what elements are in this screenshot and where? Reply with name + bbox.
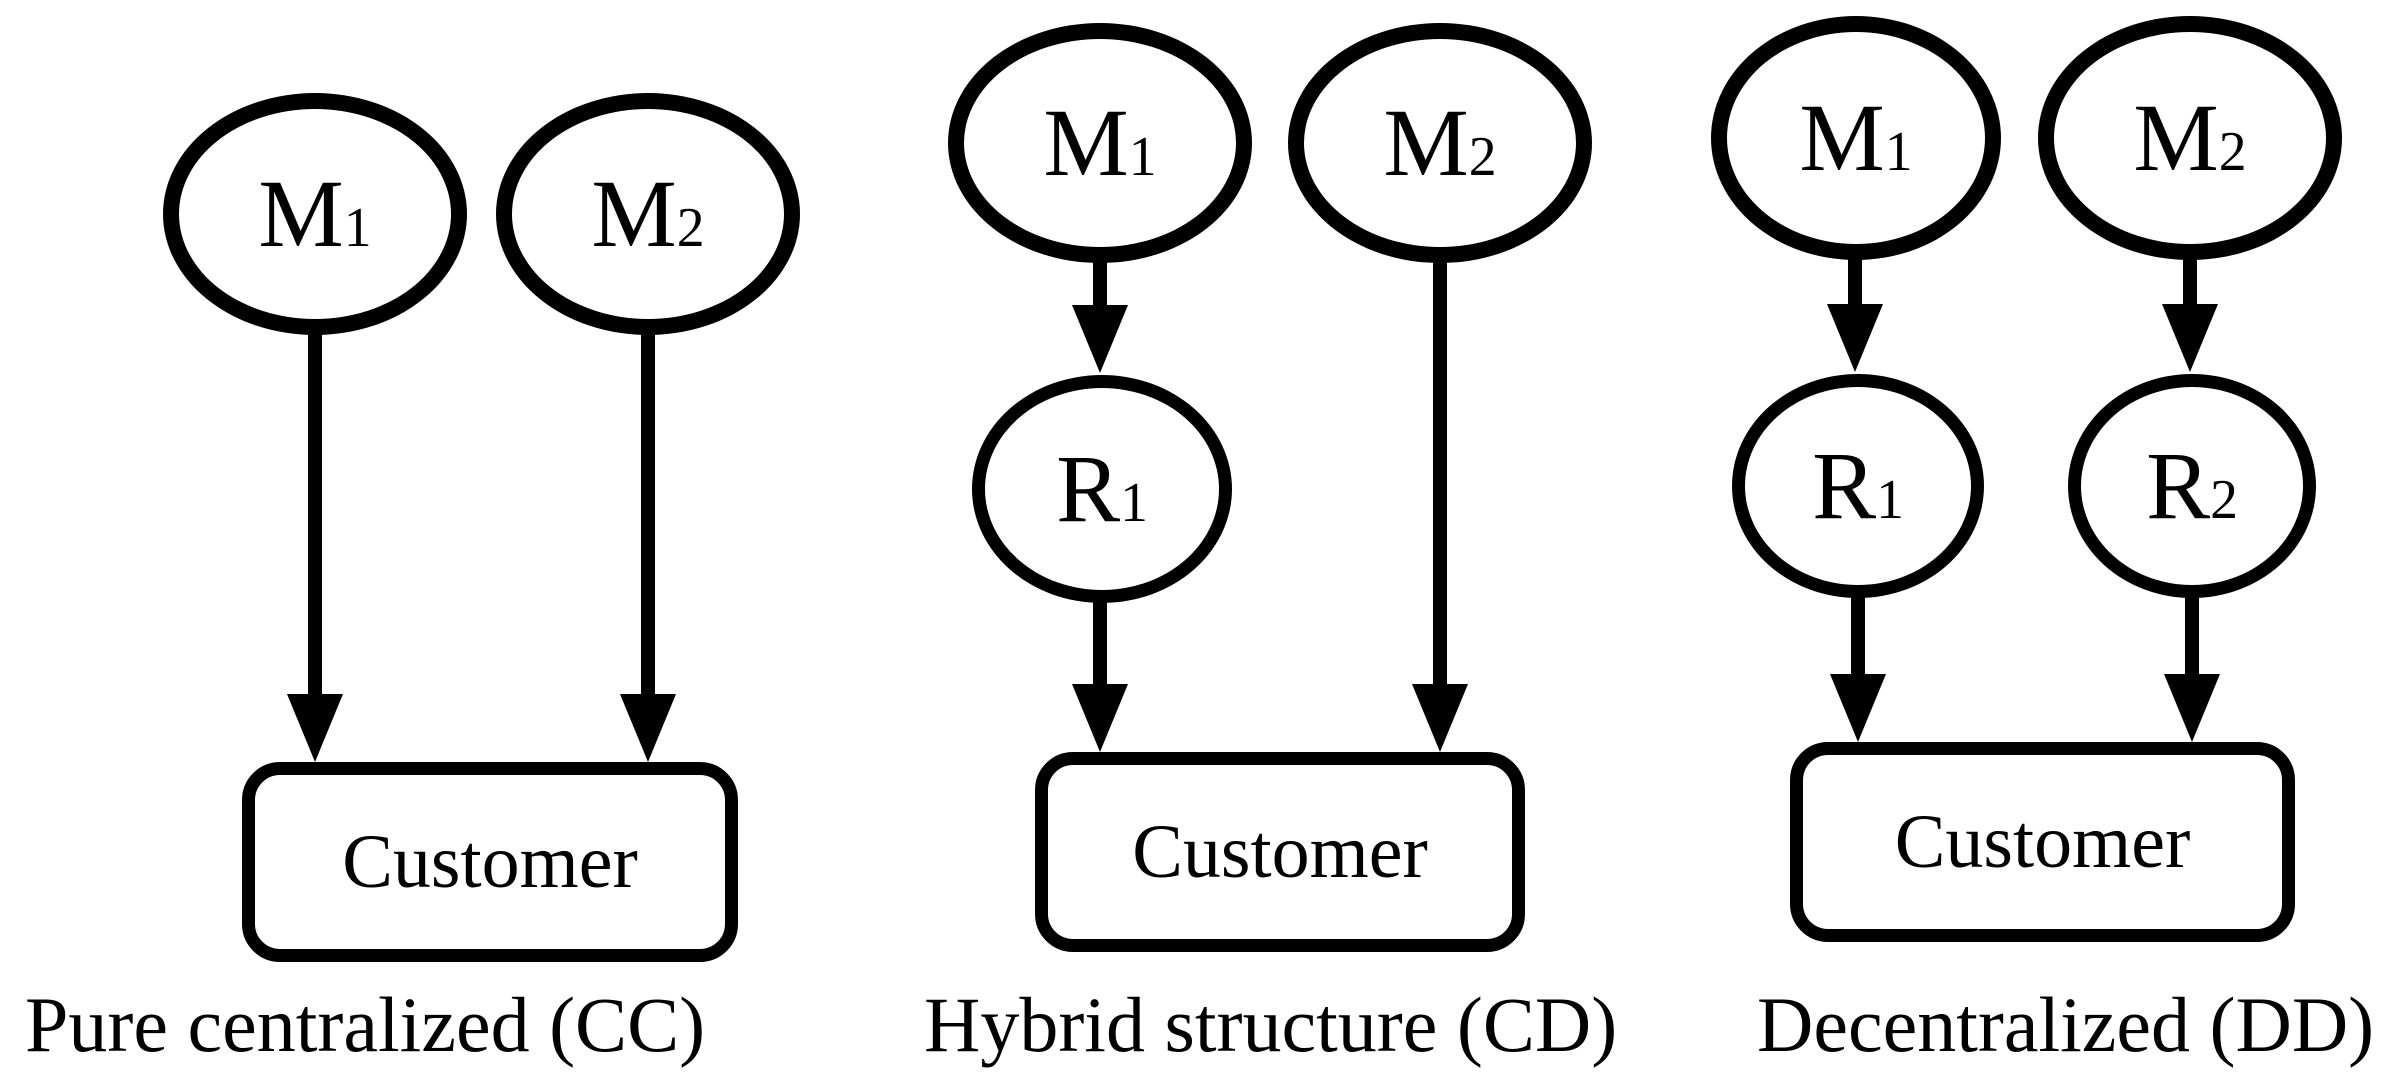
manufacturer-2-node: M2 [1288,23,1592,263]
arrow-shaft [1848,258,1862,314]
manufacturer-2-node: M2 [496,93,800,335]
manufacturer-1-node: M1 [948,23,1252,263]
manufacturer-2-node: M2 [2038,16,2342,260]
arrow-head [1830,674,1886,742]
arrow-shaft [1433,261,1447,694]
arrow-m2-to-r2 [2162,258,2218,372]
manufacturer-2-label: M2 [591,160,705,267]
arrow-m1-to-r1 [1827,258,1883,372]
arrow-m2-to-customer [1412,261,1468,752]
arrow-head [1412,684,1468,752]
diagram-caption-dd: Decentralized (DD) [1757,981,2375,1068]
arrow-m2-to-customer [620,333,676,762]
retailer-1-node: R1 [972,375,1232,603]
customer-box: Customer [1035,752,1525,952]
arrow-r2-to-customer [2164,596,2220,742]
arrow-head [2162,304,2218,372]
arrow-shaft [308,333,322,704]
retailer-2-label: R2 [2146,432,2238,539]
retailer-1-node: R1 [1732,374,1984,598]
manufacturer-1-node: M1 [163,93,467,335]
arrow-shaft [1093,601,1107,694]
manufacturer-1-label: M1 [1043,89,1157,196]
manufacturer-2-label: M2 [1383,89,1497,196]
arrow-shaft [2185,596,2199,684]
manufacturer-1-label: M1 [258,160,372,267]
retailer-1-label: R1 [1812,432,1904,539]
manufacturer-1-node: M1 [1711,16,2001,260]
arrow-shaft [1851,596,1865,684]
arrow-shaft [2183,258,2197,314]
retailer-2-node: R2 [2068,374,2316,598]
arrow-m1-to-customer [287,333,343,762]
arrow-head [1827,304,1883,372]
arrow-head [1072,305,1128,373]
customer-box: Customer [1790,742,2295,942]
diagram-caption-cd: Hybrid structure (CD) [924,981,1618,1068]
arrow-r1-to-customer [1072,601,1128,752]
arrow-r1-to-customer [1830,596,1886,742]
manufacturer-2-label: M2 [2133,84,2247,191]
diagram-caption-cc: Pure centralized (CC) [25,981,706,1068]
arrow-head [287,694,343,762]
arrow-m1-to-r1 [1072,261,1128,373]
arrow-head [2164,674,2220,742]
customer-label: Customer [1132,810,1428,894]
customer-label: Customer [1894,800,2191,884]
arrow-head [620,694,676,762]
arrow-shaft [1093,261,1107,315]
retailer-1-label: R1 [1056,435,1148,542]
customer-box: Customer [242,762,738,962]
manufacturer-1-label: M1 [1799,84,1913,191]
arrow-head [1072,684,1128,752]
arrow-shaft [641,333,655,704]
customer-label: Customer [342,820,638,904]
